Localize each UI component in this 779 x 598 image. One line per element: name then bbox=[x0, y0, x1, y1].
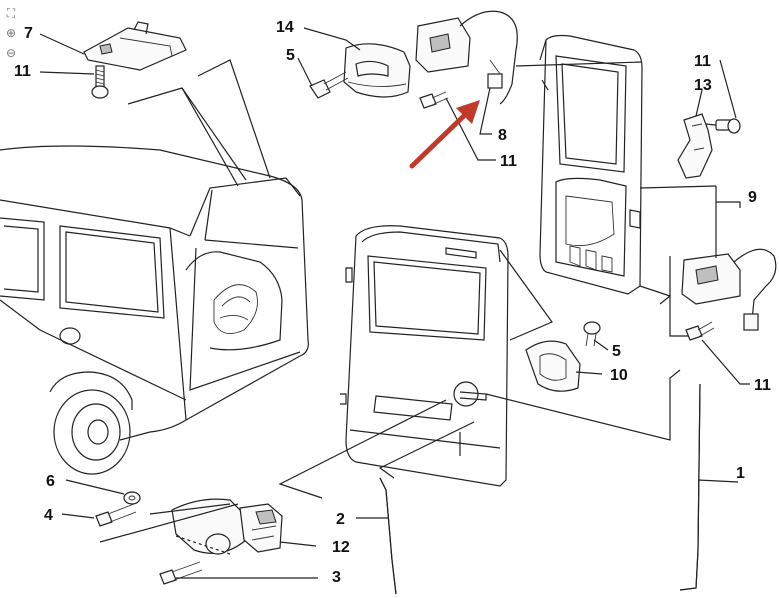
part-11-bolt-top-left bbox=[91, 65, 109, 99]
callout-5-top: 5 bbox=[286, 47, 295, 64]
callout-3: 3 bbox=[332, 569, 341, 586]
callout-11-right: 11 bbox=[694, 53, 711, 70]
part-11-screw-low-right bbox=[685, 321, 715, 341]
part-8-lock-cable bbox=[415, 10, 518, 105]
part-6-washer bbox=[123, 491, 141, 505]
part-2-rod bbox=[379, 477, 397, 595]
part-5-screw-mid bbox=[583, 321, 601, 347]
viewer-toolbar: ⛶ ⊕ ⊖ bbox=[2, 4, 22, 68]
callout-11-top-left: 11 bbox=[14, 63, 31, 80]
callout-2: 2 bbox=[336, 511, 345, 528]
zoom-in-icon[interactable]: ⊕ bbox=[5, 26, 17, 40]
part-11-bolt-right bbox=[715, 118, 741, 134]
door-inner-panel bbox=[539, 34, 643, 295]
part-12-lock-mechanism bbox=[171, 498, 283, 555]
callout-4: 4 bbox=[44, 507, 53, 524]
callout-10: 10 bbox=[610, 367, 628, 384]
callout-6: 6 bbox=[46, 473, 55, 490]
part-5-screw-top bbox=[309, 71, 349, 99]
callout-1: 1 bbox=[736, 465, 745, 482]
part-1-rod bbox=[679, 383, 701, 591]
rear-door bbox=[340, 225, 509, 487]
callout-9: 9 bbox=[748, 189, 757, 206]
part-14-striker-cover bbox=[343, 43, 411, 98]
callout-12: 12 bbox=[332, 539, 350, 556]
fit-screen-icon[interactable]: ⛶ bbox=[6, 6, 16, 20]
callout-11-mid: 11 bbox=[500, 153, 517, 170]
callout-7: 7 bbox=[24, 25, 33, 42]
part-10-cover bbox=[525, 340, 581, 392]
callout-13: 13 bbox=[694, 77, 712, 94]
callout-5-mid: 5 bbox=[612, 343, 621, 360]
callout-11-low-right: 11 bbox=[754, 377, 771, 394]
zoom-out-icon[interactable]: ⊖ bbox=[5, 46, 17, 60]
part-3-screw bbox=[159, 561, 203, 585]
part-4-screw bbox=[95, 503, 137, 527]
callout-8: 8 bbox=[498, 127, 507, 144]
part-11-screw-mid bbox=[419, 91, 449, 109]
part-9-lock bbox=[681, 248, 777, 331]
part-7-bracket bbox=[83, 21, 187, 71]
van-body bbox=[0, 145, 309, 475]
callout-14: 14 bbox=[276, 19, 294, 36]
indicator-arrow bbox=[409, 100, 480, 169]
